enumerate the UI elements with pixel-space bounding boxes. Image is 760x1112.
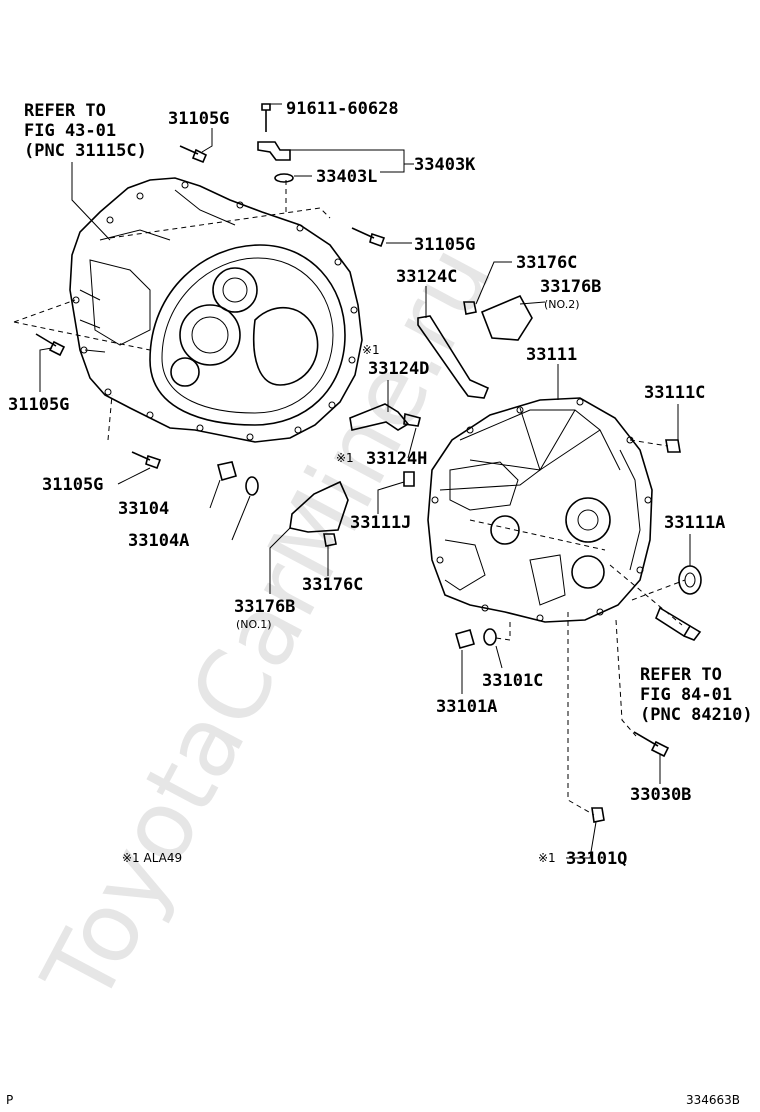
refer-top-left-line3: (PNC 31115C) xyxy=(24,141,147,161)
seal-33111A xyxy=(678,565,702,595)
plug-33101A xyxy=(455,629,475,649)
gasket-33403L xyxy=(274,173,294,183)
label-33176C-top[interactable]: 33176C xyxy=(516,253,577,273)
marker-33101Q: ※1 xyxy=(538,851,556,865)
label-33104[interactable]: 33104 xyxy=(118,499,169,519)
cover-33176B-no1 xyxy=(289,480,349,533)
label-33111C[interactable]: 33111C xyxy=(644,383,705,403)
refer-right-line1: REFER TO xyxy=(640,665,722,685)
transmission-housing-drawing xyxy=(69,177,363,443)
plug-33104 xyxy=(217,461,237,481)
label-33111[interactable]: 33111 xyxy=(526,345,577,365)
refer-right-line3: (PNC 84210) xyxy=(640,705,753,725)
marker-33124H: ※1 xyxy=(336,451,354,465)
label-33101Q[interactable]: 33101Q xyxy=(566,849,627,869)
bolt-31105G-left xyxy=(35,333,66,357)
bolt-31105G-mid xyxy=(351,227,386,248)
bolt-33176C-bottom xyxy=(323,533,337,547)
bolt-33176C-top xyxy=(463,301,477,315)
pin-33111J xyxy=(403,471,415,487)
transmission-case-drawing xyxy=(427,397,653,623)
marker-33124D: ※1 xyxy=(362,343,380,357)
footnote: ※1 ALA49 xyxy=(122,851,182,865)
label-33176B-bottom[interactable]: 33176B xyxy=(234,597,295,617)
label-33176B-bottom-sub: (NO.1) xyxy=(236,618,272,631)
label-33111A[interactable]: 33111A xyxy=(664,513,725,533)
bracket-33124D xyxy=(349,403,421,431)
label-91611-60628[interactable]: 91611-60628 xyxy=(286,99,399,119)
label-33176C-bottom[interactable]: 33176C xyxy=(302,575,363,595)
refer-right-line2: FIG 84-01 xyxy=(640,685,732,705)
label-31105G-top[interactable]: 31105G xyxy=(168,109,229,129)
label-33124H[interactable]: 33124H xyxy=(366,449,427,469)
leader-lines xyxy=(39,103,691,859)
sensor-84210 xyxy=(655,606,702,641)
bracket-33403K xyxy=(257,141,291,161)
label-33176B-top[interactable]: 33176B xyxy=(540,277,601,297)
label-33124D[interactable]: 33124D xyxy=(368,359,429,379)
bolt-31105G-top xyxy=(179,145,208,164)
refer-top-left-line1: REFER TO xyxy=(24,101,106,121)
assembly-lines xyxy=(13,180,686,816)
bolt-31105G-bottom xyxy=(131,451,162,470)
figure-code: 334663B xyxy=(686,1093,740,1107)
label-33030B[interactable]: 33030B xyxy=(630,785,691,805)
bolt-33030B xyxy=(633,731,670,758)
refer-top-left-line2: FIG 43-01 xyxy=(24,121,116,141)
label-31105G-left[interactable]: 31105G xyxy=(8,395,69,415)
corner-left-code: P xyxy=(6,1093,13,1107)
cover-33176B-no2 xyxy=(480,294,533,341)
label-33111J[interactable]: 33111J xyxy=(350,513,411,533)
gasket-33104A xyxy=(245,476,259,496)
label-33104A[interactable]: 33104A xyxy=(128,531,189,551)
bolt-33101Q xyxy=(591,807,605,823)
label-31105G-bottom[interactable]: 31105G xyxy=(42,475,103,495)
label-33403L[interactable]: 33403L xyxy=(316,167,377,187)
gasket-33101C xyxy=(483,628,497,646)
label-33403K[interactable]: 33403K xyxy=(414,155,476,175)
label-31105G-mid[interactable]: 31105G xyxy=(414,235,475,255)
bolt-33111C xyxy=(665,439,681,453)
screw-91611-60628 xyxy=(261,103,271,132)
label-33101A[interactable]: 33101A xyxy=(436,697,497,717)
lever-33124C xyxy=(417,315,490,399)
label-33101C[interactable]: 33101C xyxy=(482,671,543,691)
label-33176B-top-sub: (NO.2) xyxy=(544,298,580,311)
label-33124C[interactable]: 33124C xyxy=(396,267,457,287)
